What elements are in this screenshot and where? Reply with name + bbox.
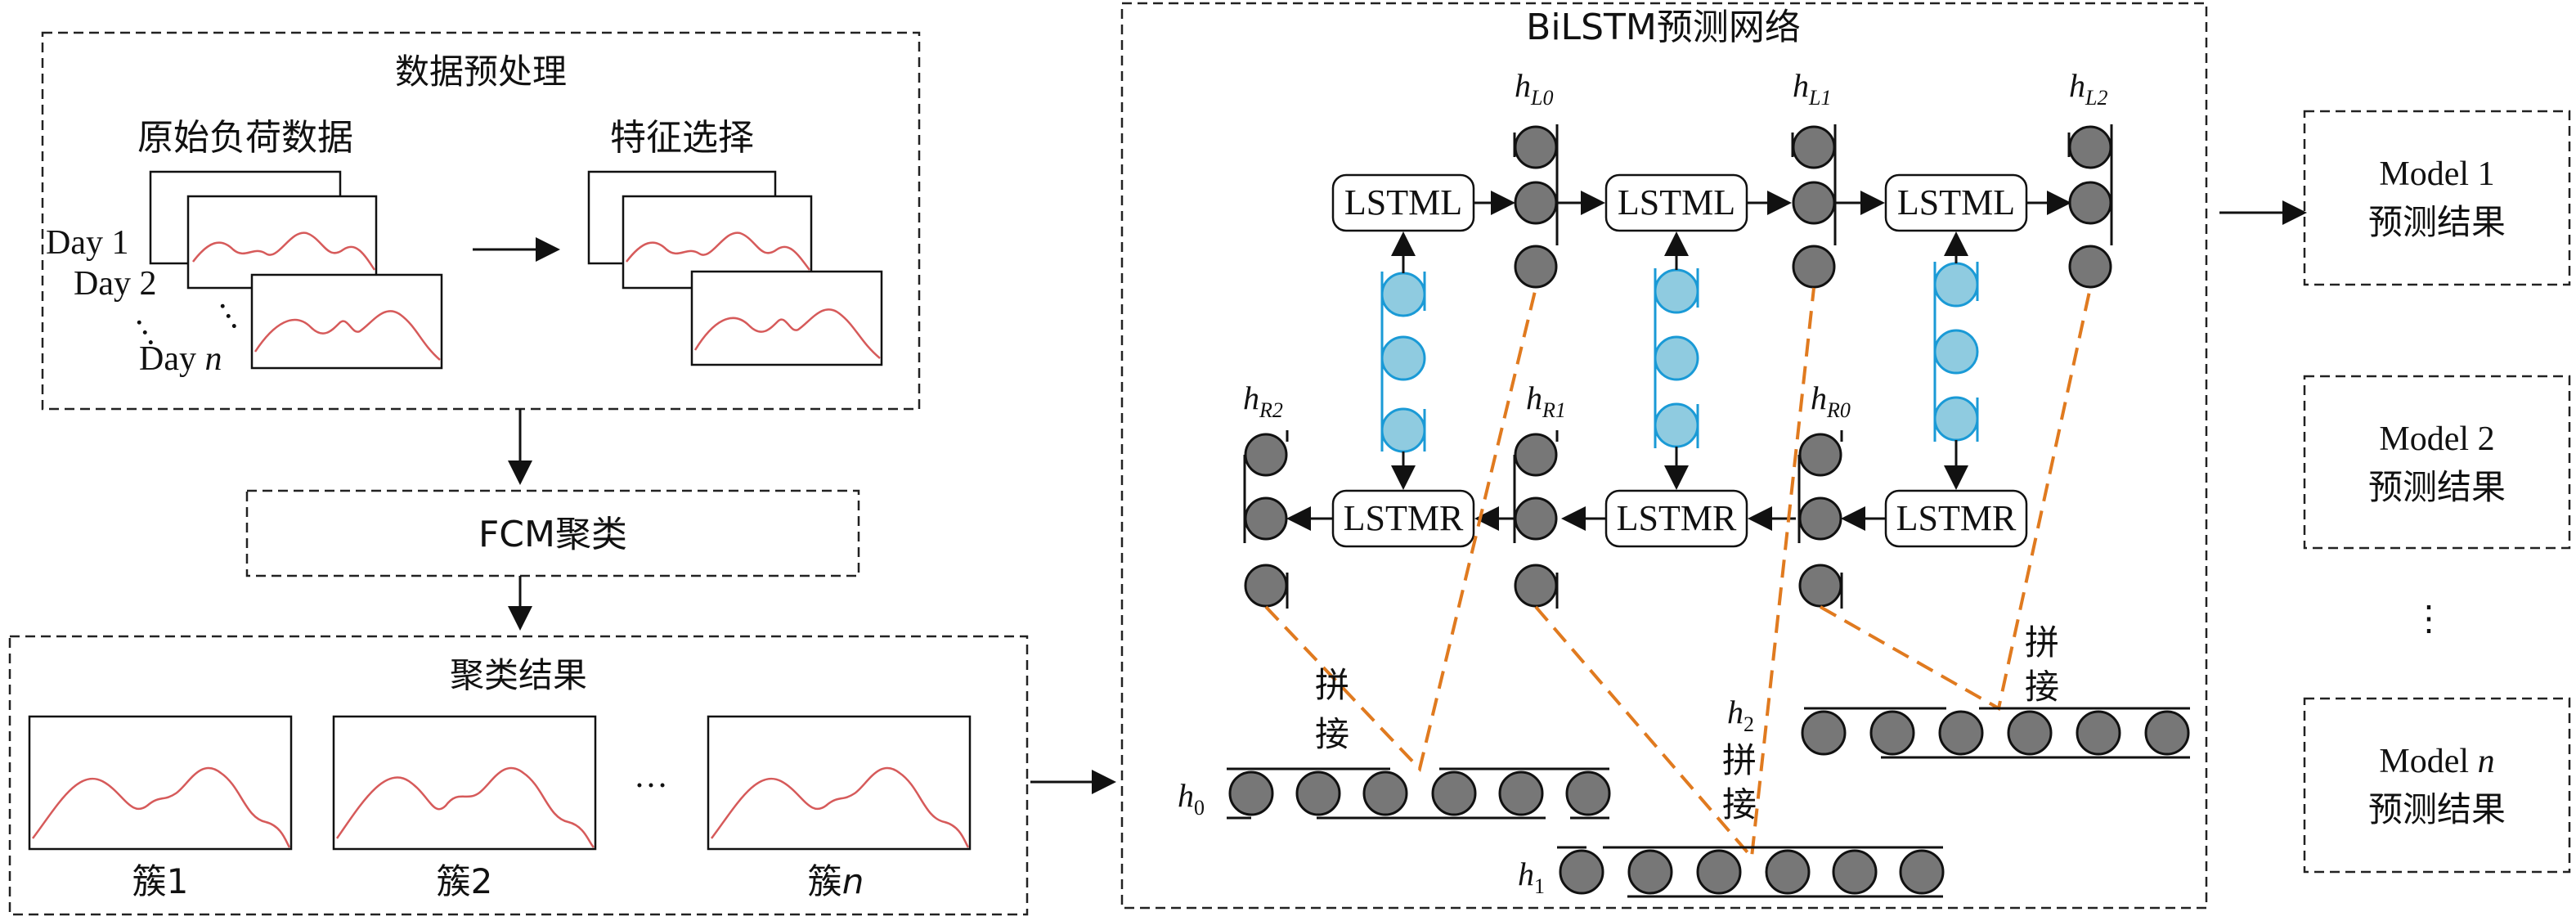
hl-2-label: hL2 <box>2069 67 2107 110</box>
h0-label: h0 <box>1178 777 1205 820</box>
cluster-wave-n <box>710 766 970 848</box>
cluster-wave-2 <box>335 766 595 848</box>
cluster-label-n: 簇n <box>808 861 864 901</box>
concat-label-1b: 接 <box>1722 784 1757 824</box>
model-n-result: 预测结果 <box>2368 789 2506 829</box>
hr-vector-1: hR1 <box>1513 380 1566 609</box>
cluster-panel-2 <box>332 715 597 851</box>
preprocessing-group: 数据预处理 原始负荷数据 特征选择 Day 1 Day 2 … … Day n <box>41 31 921 411</box>
feature-panel-3 <box>690 270 883 366</box>
hr-vector-0: hR0 <box>1797 380 1851 609</box>
lstmr-label-2: LSTMR <box>1617 498 1737 538</box>
model-2-result: 预测结果 <box>2368 467 2506 507</box>
model-2-title: Model 2 <box>2379 420 2494 458</box>
raw-wave-3 <box>254 310 441 361</box>
concat-label-0a: 拼 <box>1315 665 1349 705</box>
lstmr-label-1: LSTMR <box>1344 498 1464 538</box>
input-column-3 <box>1933 262 1979 442</box>
models-group: Model 1 预测结果 Model 2 预测结果 ⋮ Model n 预测结果 <box>2303 110 2571 874</box>
concat-label-1a: 拼 <box>1722 740 1757 780</box>
model-1-box <box>2303 110 2571 286</box>
clusters-ellipsis: … <box>634 757 668 795</box>
lstml-label-3: LSTML <box>1897 182 2015 222</box>
fcm-group: FCM聚类 <box>245 489 860 577</box>
model-n-title: Model n <box>2379 743 2494 780</box>
lstmr-row: LSTMR LSTMR LSTMR <box>1286 489 2028 548</box>
fcm-label: FCM聚类 <box>478 514 627 555</box>
day-1-label: Day 1 <box>46 224 128 262</box>
cluster-label-1: 簇1 <box>132 861 189 901</box>
concat-label-2a: 拼 <box>2025 622 2059 663</box>
preprocessing-box <box>41 31 921 411</box>
fcm-box <box>245 489 860 577</box>
raw-data-label: 原始负荷数据 <box>137 117 353 159</box>
bilstm-title: BiLSTM预测网络 <box>1526 7 1801 48</box>
concat-label-0b: 接 <box>1315 714 1349 754</box>
model-2-box <box>2303 375 2571 550</box>
lstml-label-1: LSTML <box>1344 182 1462 222</box>
model-1-title: Model 1 <box>2379 155 2494 193</box>
feature-wave-3 <box>693 308 881 359</box>
clusters-title: 聚类结果 <box>450 655 587 695</box>
raw-wave-2 <box>192 231 376 271</box>
h2-label: h2 <box>1727 694 1754 736</box>
lstml-row: LSTML LSTML LSTML <box>1331 173 2071 232</box>
cluster-label-2: 簇2 <box>437 861 493 901</box>
day-2-label: Day 2 <box>74 265 156 303</box>
models-ellipsis: ⋮ <box>2412 600 2446 638</box>
h0-vector: h0 <box>1178 767 1611 820</box>
cluster-panel-1 <box>28 715 293 851</box>
concat-label-2b: 接 <box>2025 667 2059 707</box>
hr-1-label: hR1 <box>1526 380 1566 422</box>
preprocessing-title: 数据预处理 <box>395 52 567 92</box>
hr-0-label: hR0 <box>1811 380 1851 422</box>
cluster-wave-1 <box>31 766 291 848</box>
h1-vector: h1 <box>1518 846 1945 898</box>
h2-vector: h2 <box>1727 694 2190 759</box>
feature-wave-2 <box>626 231 811 271</box>
h1-label: h1 <box>1518 856 1545 898</box>
clusters-group: 聚类结果 簇1 簇2 … 簇n <box>8 635 1029 916</box>
feature-stack <box>587 170 883 366</box>
concat-line-h0 <box>1264 287 1537 773</box>
clusters-box <box>8 635 1029 916</box>
hl-1-label: hL1 <box>1793 67 1831 110</box>
lstmr-label-3: LSTMR <box>1896 498 2017 538</box>
model-1-result: 预测结果 <box>2368 202 2506 242</box>
concat-line-h1 <box>1534 287 1815 861</box>
hl-vector-0: hL0 <box>1513 67 1559 289</box>
bilstm-group: BiLSTM预测网络 LSTML LSTML LSTML hL0 hL1 <box>1120 2 2208 910</box>
feature-selection-label: 特征选择 <box>610 117 754 159</box>
input-column-2 <box>1654 268 1699 448</box>
input-column-1 <box>1380 272 1426 453</box>
day-n-label: Day n <box>139 340 222 378</box>
raw-data-stack <box>149 170 443 370</box>
hr-vector-2: hR2 <box>1243 380 1289 609</box>
cluster-panel-n <box>707 715 972 851</box>
hl-vector-2: hL2 <box>2067 67 2113 289</box>
lstml-label-2: LSTML <box>1618 182 1735 222</box>
hr-2-label: hR2 <box>1243 380 1283 422</box>
hl-vector-1: hL1 <box>1791 67 1837 289</box>
hl-0-label: hL0 <box>1515 67 1553 110</box>
model-n-box <box>2303 697 2571 874</box>
